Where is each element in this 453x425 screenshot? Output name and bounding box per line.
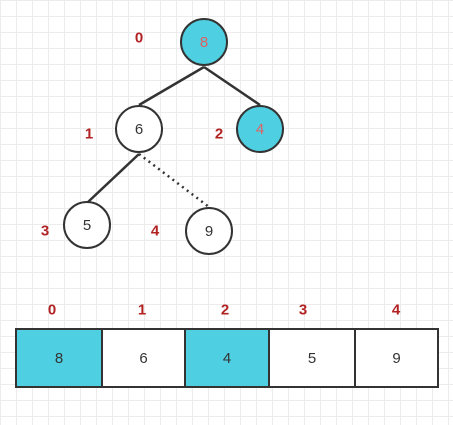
- array-index-0: 0: [47, 301, 57, 319]
- array-cell-2: 4: [186, 330, 270, 386]
- array-cell-1-value: 6: [139, 349, 148, 367]
- edge-1-4: [138, 153, 210, 208]
- array-index-3: 3: [298, 301, 308, 319]
- tree-node-3-value: 5: [82, 216, 92, 234]
- tree-node-1: 6: [115, 105, 163, 153]
- array: 8 6 4 5 9: [15, 328, 439, 388]
- tree-index-2: 2: [214, 125, 224, 143]
- tree-node-2-value: 4: [255, 120, 265, 138]
- array-cell-3-value: 5: [307, 349, 317, 367]
- tree-node-0-value: 8: [199, 33, 209, 51]
- tree-index-4: 4: [150, 222, 160, 240]
- tree-index-1: 1: [84, 125, 94, 143]
- array-cell-0: 8: [17, 330, 103, 386]
- array-cell-4: 9: [356, 330, 437, 386]
- tree-index-0: 0: [134, 29, 144, 47]
- array-cell-2-value: 4: [222, 349, 232, 367]
- array-index-4: 4: [391, 301, 401, 319]
- edge-0-1: [138, 65, 205, 107]
- tree-node-4-value: 9: [204, 222, 214, 240]
- tree-node-4: 9: [185, 207, 233, 255]
- tree-node-0: 8: [180, 18, 228, 66]
- edge-0-2: [203, 65, 261, 107]
- array-index-2: 2: [220, 301, 230, 319]
- edge-1-3: [87, 153, 140, 203]
- array-index-1: 1: [137, 301, 147, 319]
- tree-node-3: 5: [63, 201, 111, 249]
- array-cell-3: 5: [270, 330, 356, 386]
- array-cell-1: 6: [103, 330, 186, 386]
- tree-node-2: 4: [236, 105, 284, 153]
- tree-node-1-value: 6: [134, 120, 144, 138]
- tree-index-3: 3: [40, 222, 50, 240]
- array-cell-0-value: 8: [54, 349, 64, 367]
- array-cell-4-value: 9: [392, 349, 401, 367]
